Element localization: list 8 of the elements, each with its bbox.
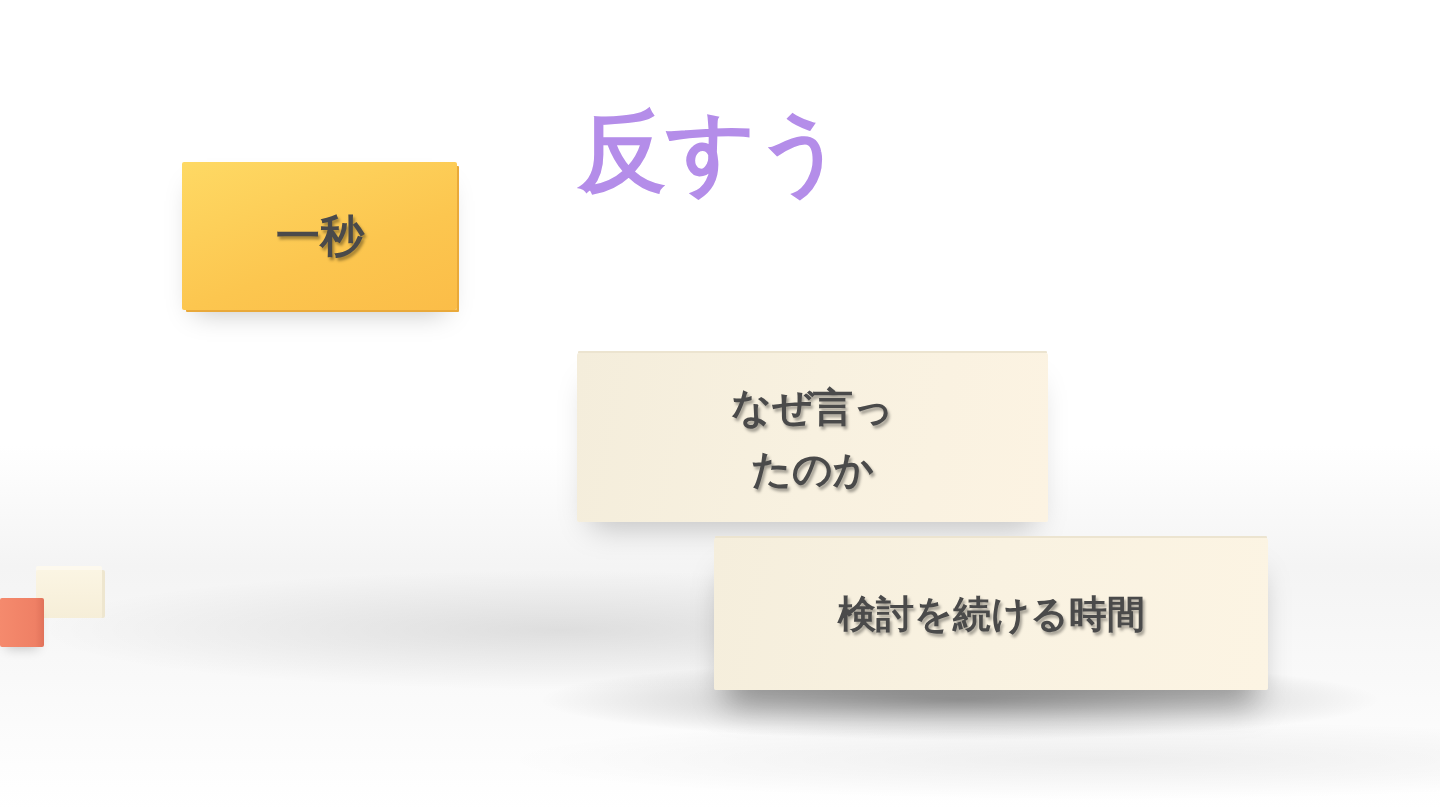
block-label: 一秒 [275,208,364,263]
title: 反すう [578,106,846,199]
sign-block [577,353,1048,522]
sign-block [182,162,457,310]
block-label: なぜ言ったのか [730,382,895,494]
block-label: 検討を続ける時間 [837,590,1145,638]
cube [0,598,44,647]
sign-block [714,538,1268,690]
